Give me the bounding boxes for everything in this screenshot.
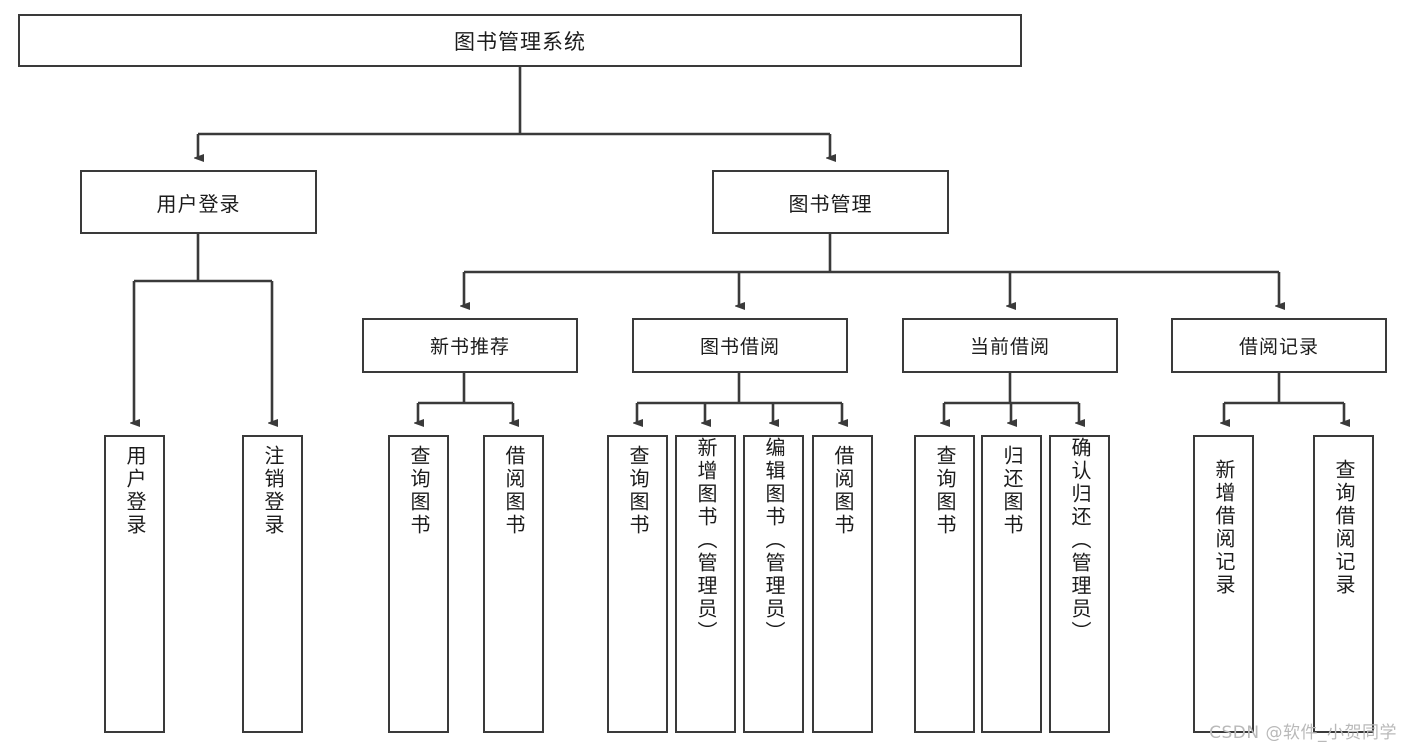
node-leaf-return-book-label: 归还图书 (1000, 445, 1024, 537)
node-leaf-borrow-book-1[interactable]: 借阅图书 (483, 435, 544, 733)
node-leaf-borrow-book-2[interactable]: 借阅图书 (812, 435, 873, 733)
node-leaf-add-record-label: 新增借阅记录 (1212, 459, 1236, 597)
node-leaf-logout[interactable]: 注销登录 (242, 435, 303, 733)
node-current-borrow[interactable]: 当前借阅 (902, 318, 1118, 373)
node-leaf-confirm-return[interactable]: 确认归还（管理员） (1049, 435, 1110, 733)
node-leaf-add-record[interactable]: 新增借阅记录 (1193, 435, 1254, 733)
node-leaf-query-book-3-label: 查询图书 (933, 445, 957, 537)
node-new-book-recommend-label: 新书推荐 (429, 336, 510, 358)
node-leaf-add-book[interactable]: 新增图书（管理员） (675, 435, 736, 733)
node-leaf-edit-book-label: 编辑图书（管理员） (762, 437, 786, 644)
node-book-borrow-label: 图书借阅 (699, 336, 780, 358)
node-leaf-query-book-2-label: 查询图书 (626, 445, 650, 537)
node-leaf-return-book[interactable]: 归还图书 (981, 435, 1042, 733)
node-leaf-edit-book[interactable]: 编辑图书（管理员） (743, 435, 804, 733)
node-leaf-query-book-1[interactable]: 查询图书 (388, 435, 449, 733)
node-leaf-query-book-1-label: 查询图书 (407, 445, 431, 537)
node-book-manage-label: 图书管理 (788, 191, 873, 216)
node-new-book-recommend[interactable]: 新书推荐 (362, 318, 578, 373)
node-current-borrow-label: 当前借阅 (969, 336, 1050, 358)
node-leaf-user-login[interactable]: 用户登录 (104, 435, 165, 733)
node-leaf-confirm-return-label: 确认归还（管理员） (1068, 437, 1092, 644)
node-leaf-user-login-label: 用户登录 (123, 445, 147, 537)
node-book-manage[interactable]: 图书管理 (712, 170, 949, 234)
node-user-login[interactable]: 用户登录 (80, 170, 317, 234)
node-borrow-record-label: 借阅记录 (1238, 336, 1319, 358)
node-book-borrow[interactable]: 图书借阅 (632, 318, 848, 373)
node-leaf-borrow-book-2-label: 借阅图书 (831, 445, 855, 537)
node-user-login-label: 用户登录 (156, 191, 241, 216)
node-leaf-query-record[interactable]: 查询借阅记录 (1313, 435, 1374, 733)
node-leaf-query-book-2[interactable]: 查询图书 (607, 435, 668, 733)
watermark-text: CSDN @软件_小贺同学 (1209, 723, 1397, 743)
node-leaf-query-record-label: 查询借阅记录 (1332, 459, 1356, 597)
node-leaf-logout-label: 注销登录 (261, 445, 285, 537)
node-root-label: 图书管理系统 (454, 29, 586, 54)
node-borrow-record[interactable]: 借阅记录 (1171, 318, 1387, 373)
node-leaf-add-book-label: 新增图书（管理员） (694, 437, 718, 644)
node-root[interactable]: 图书管理系统 (18, 14, 1022, 67)
node-leaf-query-book-3[interactable]: 查询图书 (914, 435, 975, 733)
node-leaf-borrow-book-1-label: 借阅图书 (502, 445, 526, 537)
